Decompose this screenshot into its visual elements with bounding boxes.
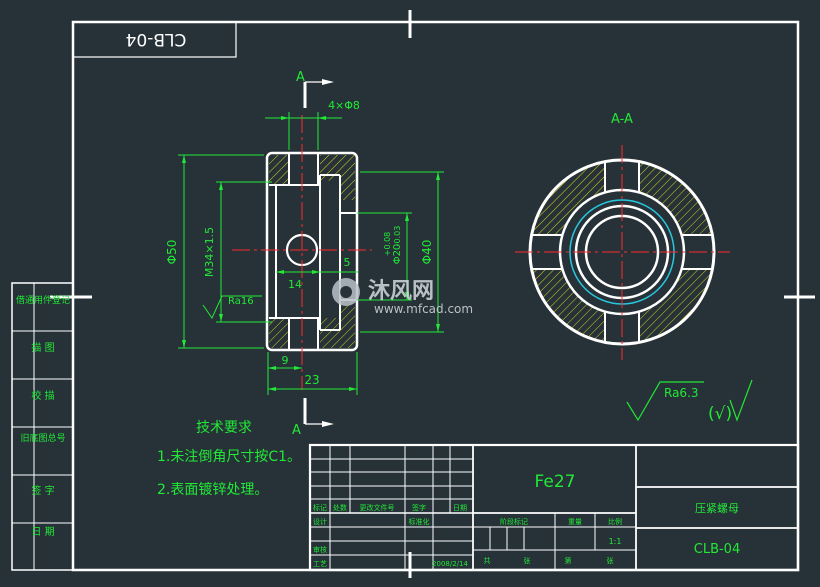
dim-width9: 9 [282,354,289,367]
strip-label-6: 日 期 [31,526,54,538]
dim-width5: 5 [344,256,351,269]
tb-unit-b: 张 [607,556,614,565]
tb-sign: 签字 [412,503,426,512]
tb-date-value: 2008/2/14 [432,560,468,568]
tb-design: 设计 [313,517,327,526]
dim-dia40: Φ40 [420,240,434,265]
dim-dia20-lower: -0.03 [393,226,402,247]
dimension-labels: 4×Φ8 Φ50 M34×1.5 Φ40 Φ20 +0.08 -0.03 14 … [165,99,434,387]
strip-label-2: 描 图 [31,341,54,354]
tb-change-doc: 更改文件号 [360,503,395,512]
tb-process: 工艺 [313,560,327,568]
title-block [308,443,800,572]
cut-label-top: A [296,70,305,85]
tb-review: 审核 [313,545,327,554]
watermark: 沐风网 www.mfcad.com [332,278,473,316]
strip-label-3: 校 描 [31,389,54,402]
dim-width14: 14 [288,278,302,291]
mirrored-number: CLB-04 [126,29,187,49]
general-roughness [626,379,753,422]
front-view [232,115,372,390]
dimensions [178,112,444,395]
tb-weight: 重量 [568,518,582,526]
notes-line1: 1.未注倒角尺寸按C1。 [157,449,301,465]
dim-holes: 4×Φ8 [328,99,360,112]
tb-standardize: 标准化 [409,517,430,526]
tb-scale-label: 比例 [608,517,622,526]
strip-label-1: 借通用件登记 [16,294,70,306]
watermark-cn: 沐风网 [368,279,434,304]
title-block-text: Fe27 压紧螺母 CLB-04 标记 处数 更改文件号 签字 日期 设计 标准… [313,472,740,568]
section-view: A-A [515,112,730,360]
dim-thread: M34×1.5 [203,227,216,277]
tb-unit-a: 张 [524,556,531,565]
notes-line2: 2.表面镀锌处理。 [157,481,268,498]
cut-label-bottom: A [292,423,301,438]
drawing-number: CLB-04 [694,542,740,557]
left-strip: 借通用件登记 描 图 校 描 旧底图总号 签 字 日 期 [11,282,74,571]
ra-paren: (√) [708,404,732,424]
dim-ra-local: Ra16 [228,296,254,307]
tb-count: 处数 [333,503,347,512]
tb-sheet: 第 [565,556,572,565]
mirrored-number-box: CLB-04 [72,21,237,58]
ra-general: Ra6.3 [664,386,699,400]
cut-marker-bottom: A [292,398,334,438]
tech-notes: 技术要求 1.未注倒角尺寸按C1。 2.表面镀锌处理。 [157,420,301,498]
dim-width23: 23 [304,373,319,387]
material: Fe27 [535,472,576,492]
cut-marker-top: A [296,70,334,108]
dim-outer-dia: Φ50 [165,240,179,265]
part-name: 压紧螺母 [695,502,739,515]
tb-sheet-total: 共 [484,556,491,565]
tb-stage: 阶段标记 [500,517,528,526]
tb-scale: 1:1 [609,537,622,546]
strip-label-4: 旧底图总号 [20,432,65,444]
dim-dia20: Φ20 [392,244,403,265]
notes-title: 技术要求 [196,420,252,436]
tb-mark: 标记 [313,503,327,512]
watermark-logo [332,278,360,306]
strip-label-5: 签 字 [31,484,54,497]
section-title: A-A [611,112,633,127]
watermark-url: www.mfcad.com [374,302,473,316]
tb-date: 日期 [453,504,467,512]
dim-dia20-upper: +0.08 [383,232,392,257]
